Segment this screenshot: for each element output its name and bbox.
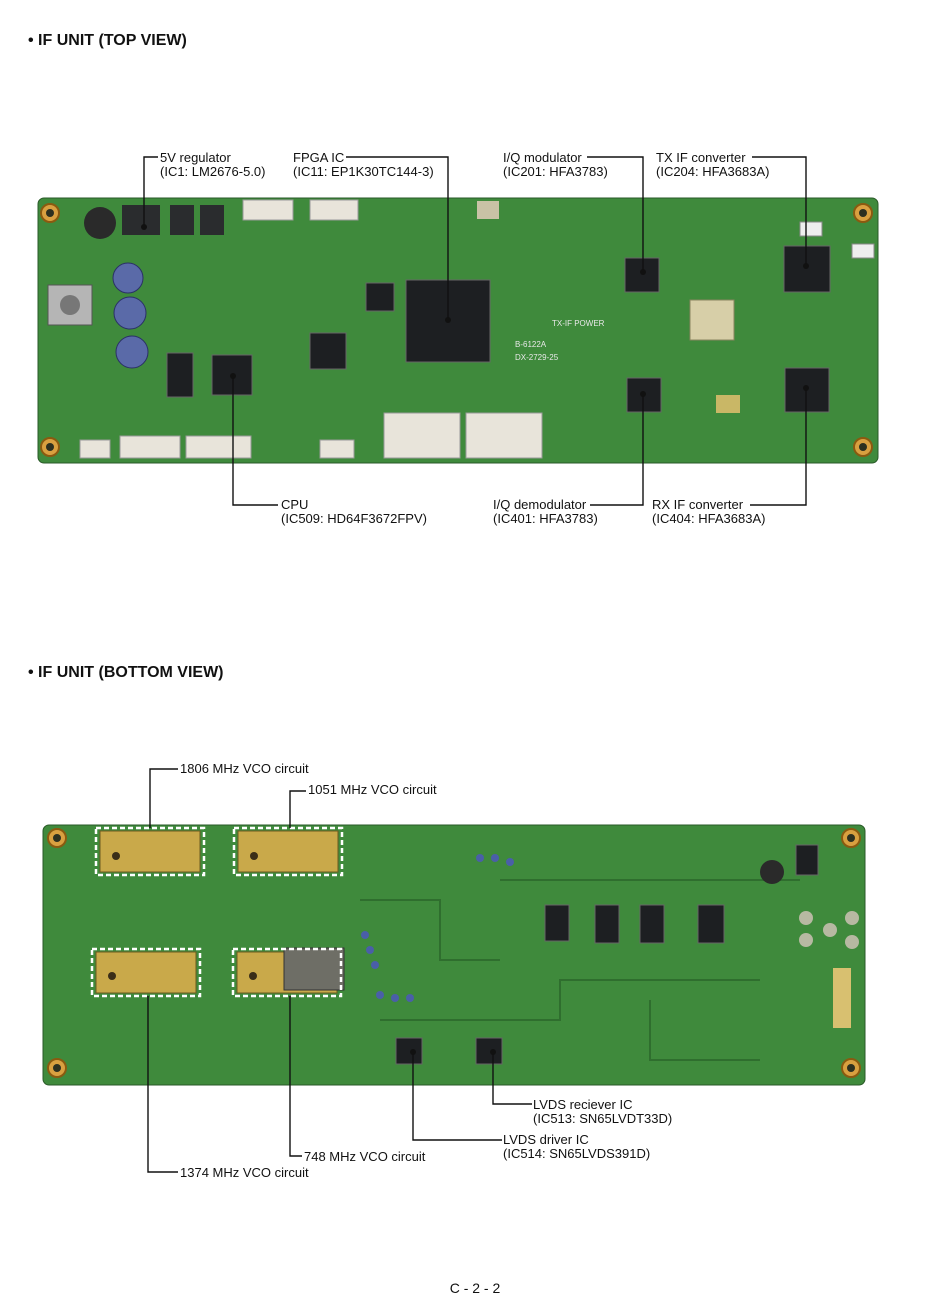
callout-name: 1051 MHz VCO circuit bbox=[308, 782, 437, 797]
bottom-view-heading: • IF UNIT (BOTTOM VIEW) bbox=[28, 664, 224, 681]
callout-5v-regulator: 5V regulator (IC1: LM2676-5.0) bbox=[160, 151, 266, 179]
callout-lvds-receiver: LVDS reciever IC (IC513: SN65LVDT33D) bbox=[533, 1098, 672, 1126]
callout-1374-vco: 1374 MHz VCO circuit bbox=[180, 1166, 309, 1180]
chips-bottom bbox=[395, 844, 819, 1065]
callout-part: (IC11: EP1K30TC144-3) bbox=[293, 164, 434, 179]
callout-name: TX IF converter bbox=[656, 150, 746, 165]
callout-name: 1374 MHz VCO circuit bbox=[180, 1165, 309, 1180]
callout-748-vco: 748 MHz VCO circuit bbox=[304, 1150, 425, 1164]
callout-1051-vco: 1051 MHz VCO circuit bbox=[308, 783, 437, 797]
board-mark: DX-2729-25 bbox=[515, 353, 559, 362]
callout-name: 5V regulator bbox=[160, 150, 231, 165]
capacitors-top bbox=[112, 262, 149, 369]
callout-part: (IC401: HFA3783) bbox=[493, 511, 598, 526]
callout-name: I/Q demodulator bbox=[493, 497, 587, 512]
callout-iq-modulator: I/Q modulator (IC201: HFA3783) bbox=[503, 151, 608, 179]
callout-name: I/Q modulator bbox=[503, 150, 582, 165]
callout-name: 748 MHz VCO circuit bbox=[304, 1149, 426, 1164]
callout-name: 1806 MHz VCO circuit bbox=[180, 761, 309, 776]
callout-tx-if-converter: TX IF converter (IC204: HFA3683A) bbox=[656, 151, 769, 179]
callout-name: RX IF converter bbox=[652, 497, 744, 512]
callout-name: LVDS reciever IC bbox=[533, 1097, 633, 1112]
callout-fpga-ic: FPGA IC (IC11: EP1K30TC144-3) bbox=[293, 151, 434, 179]
bottom-pcb bbox=[42, 824, 866, 1086]
callout-lvds-driver: LVDS driver IC (IC514: SN65LVDS391D) bbox=[503, 1133, 650, 1161]
page-number: C - 2 - 2 bbox=[449, 1280, 501, 1296]
callout-part: (IC1: LM2676-5.0) bbox=[160, 164, 266, 179]
callout-rx-if-converter: RX IF converter (IC404: HFA3683A) bbox=[652, 498, 765, 526]
board-mark: TX-IF POWER bbox=[552, 319, 605, 328]
callout-cpu: CPU (IC509: HD64F3672FPV) bbox=[281, 498, 427, 526]
callout-1806-vco: 1806 MHz VCO circuit bbox=[180, 762, 309, 776]
board-mark: B-6122A bbox=[515, 340, 547, 349]
callout-name: FPGA IC bbox=[293, 150, 345, 165]
callout-part: (IC204: HFA3683A) bbox=[656, 164, 770, 179]
callout-iq-demodulator: I/Q demodulator (IC401: HFA3783) bbox=[493, 498, 598, 526]
top-view-heading: • IF UNIT (TOP VIEW) bbox=[28, 32, 187, 49]
connectors-top bbox=[79, 199, 543, 459]
callout-part: (IC514: SN65LVDS391D) bbox=[503, 1146, 651, 1161]
callout-part: (IC404: HFA3683A) bbox=[652, 511, 766, 526]
callout-name: CPU bbox=[281, 497, 309, 512]
callout-part: (IC201: HFA3783) bbox=[503, 164, 608, 179]
callout-part: (IC509: HD64F3672FPV) bbox=[281, 511, 427, 526]
callout-name: LVDS driver IC bbox=[503, 1132, 589, 1147]
callout-part: (IC513: SN65LVDT33D) bbox=[533, 1111, 673, 1126]
